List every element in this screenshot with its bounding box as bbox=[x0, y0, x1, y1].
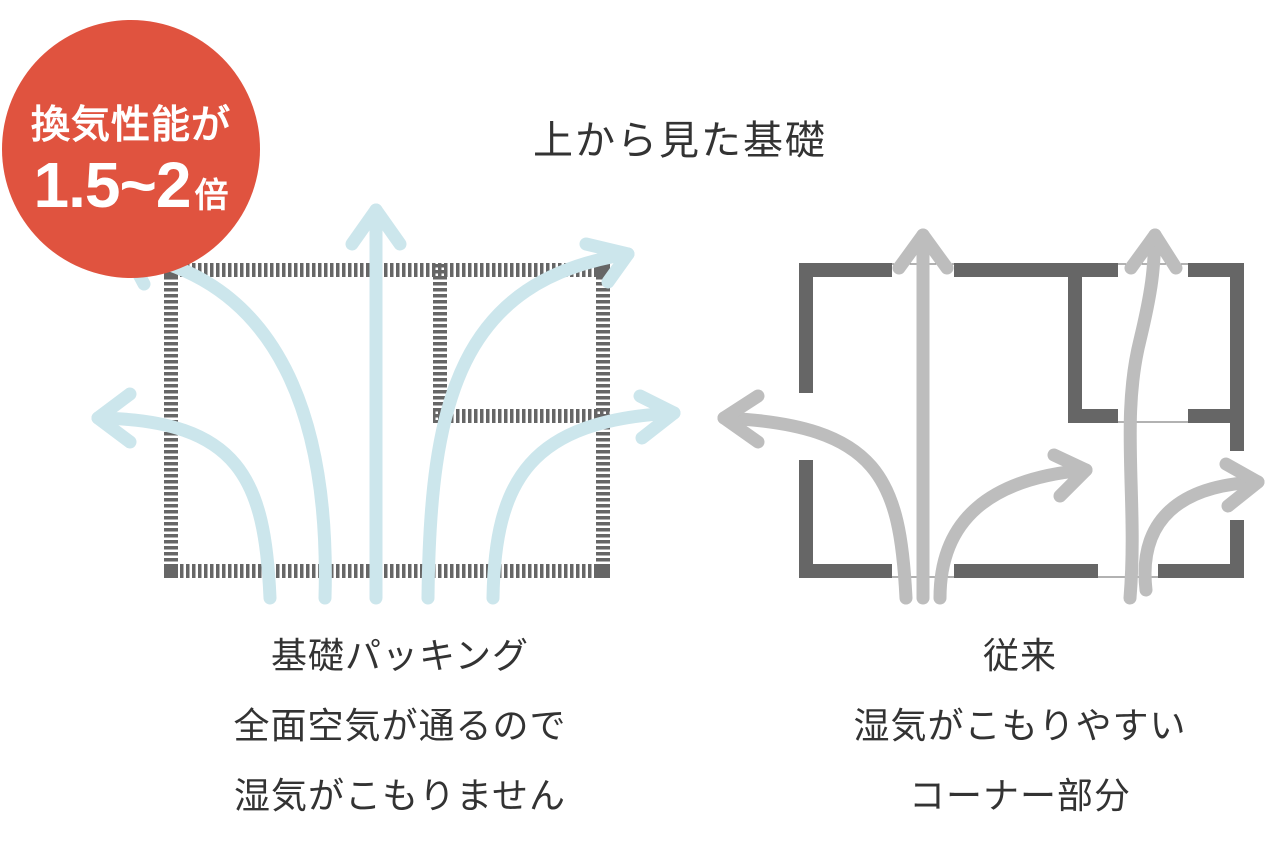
packing-caption-line: 基礎パッキング bbox=[271, 636, 529, 677]
airflow-arrows-conventional bbox=[717, 228, 1265, 605]
wall-segment bbox=[1158, 564, 1244, 578]
wall-top-vented bbox=[164, 263, 610, 277]
wall-segment bbox=[1068, 263, 1082, 423]
airflow-arrow bbox=[1123, 228, 1162, 605]
badge-unit: 倍 bbox=[194, 176, 229, 216]
wall-segment bbox=[799, 263, 813, 393]
conventional-caption-line: 従来 bbox=[982, 636, 1057, 677]
arrow-head bbox=[579, 237, 635, 289]
wall-segment bbox=[799, 564, 892, 578]
wall-segment bbox=[1230, 263, 1244, 451]
wall-segment bbox=[1068, 409, 1118, 423]
wall-segment bbox=[954, 263, 1118, 277]
airflow-arrow bbox=[717, 411, 913, 605]
arrow-head bbox=[633, 389, 681, 445]
packing-caption: 基礎パッキング 全面空気が通るので 湿気がこもりません bbox=[170, 622, 630, 832]
arrow-head bbox=[1124, 228, 1183, 275]
badge-heading: 換気性能が bbox=[30, 103, 231, 148]
airflow-arrow bbox=[1138, 475, 1265, 597]
inner-wall-vertical-vented bbox=[433, 263, 447, 423]
wall-bottom-vented bbox=[164, 564, 610, 578]
arrow-head bbox=[892, 228, 954, 275]
packing-caption-line: 湿気がこもりません bbox=[234, 776, 566, 817]
arrow-head bbox=[1219, 457, 1265, 513]
wall-segment bbox=[1230, 520, 1244, 578]
wall-segment bbox=[799, 263, 892, 277]
airflow-arrow bbox=[121, 247, 332, 605]
wall-segment bbox=[799, 460, 813, 578]
airflow-arrow bbox=[486, 406, 681, 605]
diagram-title: 上から見た基礎 bbox=[533, 118, 827, 164]
wall-segment bbox=[1188, 409, 1244, 423]
arrow-head bbox=[345, 203, 407, 251]
conventional-caption-line: コーナー部分 bbox=[908, 776, 1131, 817]
arrow-head bbox=[717, 389, 765, 449]
conventional-foundation-plan bbox=[799, 263, 1244, 578]
conventional-caption-line: 湿気がこもりやすい bbox=[853, 706, 1187, 747]
arrow-head bbox=[91, 387, 137, 449]
conventional-caption: 従来 湿気がこもりやすい コーナー部分 bbox=[790, 622, 1250, 832]
airflow-arrow bbox=[91, 411, 277, 605]
airflow-arrow bbox=[421, 247, 635, 605]
airflow-arrow bbox=[933, 463, 1093, 605]
arrow-head bbox=[1047, 448, 1093, 503]
packing-foundation-plan bbox=[164, 263, 610, 578]
inner-wall-horizontal-vented bbox=[433, 409, 610, 423]
wall-segment bbox=[954, 564, 1098, 578]
corner-bottom-right bbox=[596, 564, 610, 578]
packing-caption-line: 全面空気が通るので bbox=[233, 706, 567, 747]
badge-value: 1.5~2 bbox=[33, 149, 192, 221]
corner-bottom-left bbox=[164, 564, 178, 578]
